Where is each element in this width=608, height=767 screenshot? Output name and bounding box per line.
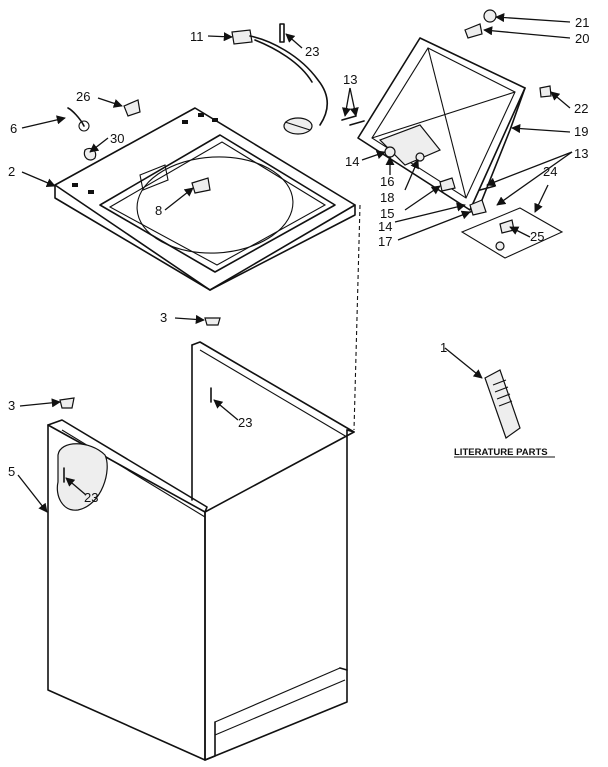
callout-16: 16 (380, 174, 394, 189)
callout-17: 17 (378, 234, 392, 249)
callout-23-lower: 23 (84, 490, 98, 505)
callout-18: 18 (380, 190, 394, 205)
callout-3-lower: 3 (8, 398, 15, 413)
callout-14-lower: 14 (378, 219, 392, 234)
callout-26: 26 (76, 89, 90, 104)
literature-parts-caption: LITERATURE PARTS (454, 447, 548, 458)
callout-14-upper: 14 (345, 154, 359, 169)
callout-22: 22 (574, 101, 588, 116)
callout-23-top: 23 (305, 44, 319, 59)
callout-21: 21 (575, 15, 589, 30)
callout-6: 6 (10, 121, 17, 136)
callout-20: 20 (575, 31, 589, 46)
lid-switch-harness (231, 29, 329, 135)
callout-15: 15 (380, 206, 394, 221)
callout-1: 1 (440, 340, 447, 355)
callout-3-upper: 3 (160, 310, 167, 325)
callout-8: 8 (155, 203, 162, 218)
callout-13-right: 13 (574, 146, 588, 161)
cabinet (47, 341, 355, 761)
callout-30: 30 (110, 131, 124, 146)
callout-2: 2 (8, 164, 15, 179)
cabinet-top (54, 107, 356, 291)
callout-5: 5 (8, 464, 15, 479)
callout-25: 25 (530, 229, 544, 244)
alignment-line (353, 204, 361, 431)
callout-11: 11 (190, 29, 204, 44)
callout-19: 19 (574, 124, 588, 139)
callout-23-middle: 23 (238, 415, 252, 430)
hardware (59, 9, 564, 483)
literature-booklet (484, 369, 521, 439)
callout-13-left: 13 (343, 72, 357, 87)
leader-lines (17, 13, 573, 513)
callout-labels: 1 2 3 3 5 6 8 11 13 13 14 14 15 16 17 18… (8, 15, 589, 505)
callout-24: 24 (543, 164, 557, 179)
